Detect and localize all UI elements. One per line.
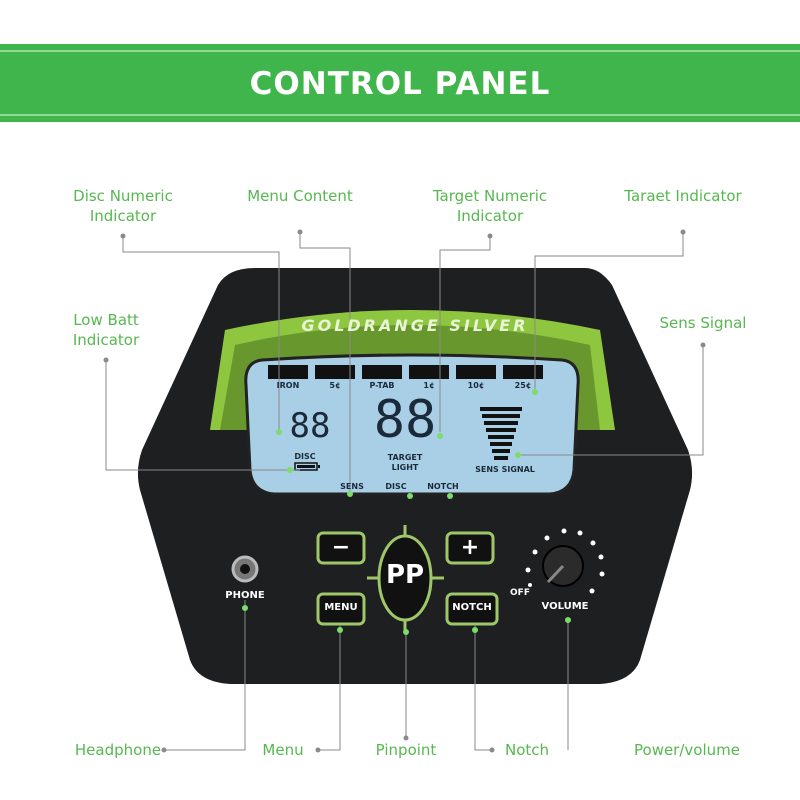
menu-button[interactable]: MENU	[324, 602, 358, 613]
callout-sens-signal: Sens Signal	[659, 314, 747, 332]
callout-menu: Menu	[262, 741, 304, 759]
sens-signal-label: SENS SIGNAL	[475, 465, 535, 474]
callout-menu-content: Menu Content	[247, 187, 353, 205]
notch-button[interactable]: NOTCH	[452, 602, 492, 613]
phone-label: PHONE	[225, 590, 265, 601]
mode-sens: SENS	[340, 482, 364, 491]
callout-headphone: Headphone	[74, 741, 162, 759]
target-label: TARGET	[387, 453, 423, 462]
callout-power-volume: Power/volume	[634, 741, 740, 759]
menu-button-shape	[316, 592, 366, 626]
mode-notch: NOTCH	[427, 482, 459, 491]
target-label-25c: 25¢	[514, 381, 532, 390]
callout-disc-numeric-indicator: Disc Numeric Indicator	[73, 187, 173, 225]
callout-pinpoint: Pinpoint	[375, 741, 437, 759]
page-title: CONTROL PANEL	[249, 66, 551, 102]
header-band	[0, 44, 800, 122]
battery-icon	[294, 462, 320, 471]
off-label: OFF	[510, 588, 530, 598]
target-label-1c: 1¢	[423, 381, 435, 390]
sens-signal-bars	[480, 407, 522, 460]
disc-label: DISC	[294, 452, 316, 461]
callout-low-batt-indicator: Low Batt Indicator	[72, 311, 140, 349]
mode-disc: DISC	[385, 482, 407, 491]
disc-digits: 88	[289, 406, 331, 446]
light-label: LIGHT	[391, 463, 419, 472]
plus-button-shape	[445, 531, 495, 565]
minus-button[interactable]: −	[331, 535, 351, 560]
callout-target-numeric-indicator: Target Numeric Indicator	[432, 187, 548, 225]
target-label-5c: 5¢	[329, 381, 341, 390]
callout-notch: Notch	[504, 741, 550, 759]
target-label-iron: IRON	[276, 381, 300, 390]
pinpoint-button[interactable]: PP	[385, 560, 425, 590]
plus-button[interactable]: +	[460, 535, 480, 560]
callout-target-indicator: Taraet Indicator	[624, 187, 742, 205]
notch-button-shape	[445, 592, 499, 626]
target-label-ptab: P-TAB	[369, 381, 395, 390]
target-digits: 88	[373, 390, 437, 450]
minus-button-shape	[316, 531, 366, 565]
volume-label: VOLUME	[541, 601, 589, 612]
target-label-10c: 10¢	[467, 381, 485, 390]
brand-logo: GOLDRANGE SILVER	[301, 316, 529, 335]
